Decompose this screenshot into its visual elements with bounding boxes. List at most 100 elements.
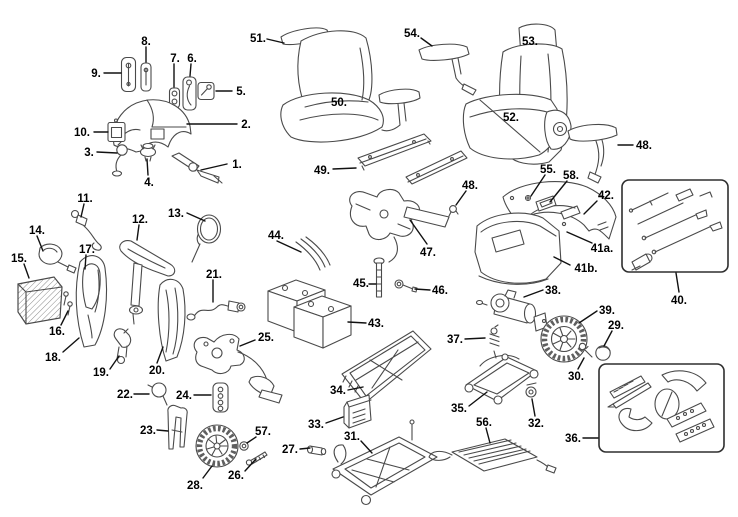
leader-line-15 xyxy=(23,263,30,279)
leader-line-33 xyxy=(325,416,344,424)
part-23-art xyxy=(167,404,188,450)
part-40-kit-art xyxy=(621,179,729,273)
part-41-art xyxy=(474,212,562,285)
part-label-48b: 48. xyxy=(462,180,478,192)
leader-line-34 xyxy=(347,386,364,391)
leader-line-32 xyxy=(531,398,536,417)
part-2-art xyxy=(112,99,192,153)
part-label-52: 52. xyxy=(503,112,519,124)
leader-line-11 xyxy=(80,203,85,218)
part-label-36: 36. xyxy=(565,433,581,445)
part-label-21: 21. xyxy=(206,269,222,281)
part-22-art xyxy=(147,382,168,406)
part-label-49: 49. xyxy=(314,165,330,177)
part-label-2: 2. xyxy=(241,119,251,131)
part-label-39: 39. xyxy=(599,305,615,317)
leader-line-35 xyxy=(468,391,488,407)
leader-line-31 xyxy=(360,440,373,454)
part-label-11: 11. xyxy=(77,193,92,205)
leader-line-23 xyxy=(156,429,169,432)
part-48-armrest-art xyxy=(567,123,618,184)
part-label-50: 50. xyxy=(331,97,347,109)
part-label-1: 1. xyxy=(232,159,242,171)
leader-line-26 xyxy=(244,458,257,472)
part-29-art xyxy=(595,345,611,361)
leader-line-14 xyxy=(36,235,44,252)
part-label-25: 25. xyxy=(258,332,274,344)
part-label-32: 32. xyxy=(528,418,544,430)
part-17-18-art xyxy=(75,255,108,348)
part-20-art xyxy=(157,278,186,362)
part-label-13: 13. xyxy=(168,208,184,220)
leader-line-42 xyxy=(583,200,598,215)
part-5-art xyxy=(197,81,215,101)
part-label-44: 44. xyxy=(268,230,284,242)
part-1-art xyxy=(171,152,223,184)
part-12-art xyxy=(119,240,176,325)
part-label-53: 53. xyxy=(522,36,538,48)
part-24-art xyxy=(212,382,229,413)
leader-line-27 xyxy=(299,447,311,450)
part-label-29: 29. xyxy=(608,320,624,332)
part-label-47: 47. xyxy=(420,247,436,259)
part-label-41a: 41a. xyxy=(591,243,613,255)
part-label-42: 42. xyxy=(598,190,614,202)
part-21-art xyxy=(186,300,246,321)
part-label-8: 8. xyxy=(141,36,151,48)
part-16-art xyxy=(63,291,73,316)
leader-line-43 xyxy=(347,321,367,324)
part-39-art xyxy=(540,315,588,363)
part-label-30: 30. xyxy=(568,371,584,383)
part-33-art xyxy=(343,394,372,429)
part-32-art xyxy=(525,382,537,398)
part-label-38: 38. xyxy=(545,285,561,297)
part-48-clip-art xyxy=(448,205,459,217)
part-57-art xyxy=(239,441,249,451)
part-11-art xyxy=(70,209,102,251)
leader-line-58 xyxy=(549,180,568,203)
part-label-27: 27. xyxy=(282,444,298,456)
part-label-46: 46. xyxy=(432,285,448,297)
armrest-mid-art xyxy=(378,88,421,132)
part-label-12: 12. xyxy=(132,214,148,226)
part-52-art xyxy=(462,93,572,160)
part-label-9: 9. xyxy=(91,68,101,80)
part-8-art xyxy=(140,62,152,92)
leader-line-12 xyxy=(136,224,140,241)
leader-line-28 xyxy=(202,465,213,479)
part-4-art xyxy=(139,142,157,162)
leader-line-40 xyxy=(675,272,680,293)
leader-line-25 xyxy=(239,339,256,347)
part-label-6: 6. xyxy=(187,53,197,65)
part-43-art xyxy=(267,279,352,349)
part-37-art xyxy=(489,324,500,359)
part-label-34: 34. xyxy=(330,385,346,397)
part-35-art xyxy=(464,353,539,405)
part-label-58: 58. xyxy=(563,170,579,182)
leader-line-49 xyxy=(332,167,357,170)
part-45-art xyxy=(373,257,385,298)
leader-line-51 xyxy=(266,38,285,44)
part-6-art xyxy=(182,76,197,111)
leader-line-13 xyxy=(186,212,206,222)
parts-artwork xyxy=(17,23,729,506)
part-50-art xyxy=(280,30,384,143)
part-31-art xyxy=(331,419,438,506)
part-label-20: 20. xyxy=(149,365,165,377)
part-47-art xyxy=(349,188,450,263)
part-26-art xyxy=(245,451,268,466)
leader-line-54 xyxy=(420,37,433,47)
leader-line-19 xyxy=(109,355,120,370)
part-label-24: 24. xyxy=(176,390,192,402)
part-10-art xyxy=(107,118,126,143)
leader-line-56 xyxy=(485,427,491,444)
leader-line-41a xyxy=(566,231,593,244)
part-label-26: 26. xyxy=(228,470,244,482)
part-label-4: 4. xyxy=(144,177,154,189)
part-label-17: 17. xyxy=(79,244,95,256)
leader-line-17 xyxy=(84,254,87,270)
leader-line-41b xyxy=(553,256,571,266)
part-54-art xyxy=(418,43,477,96)
